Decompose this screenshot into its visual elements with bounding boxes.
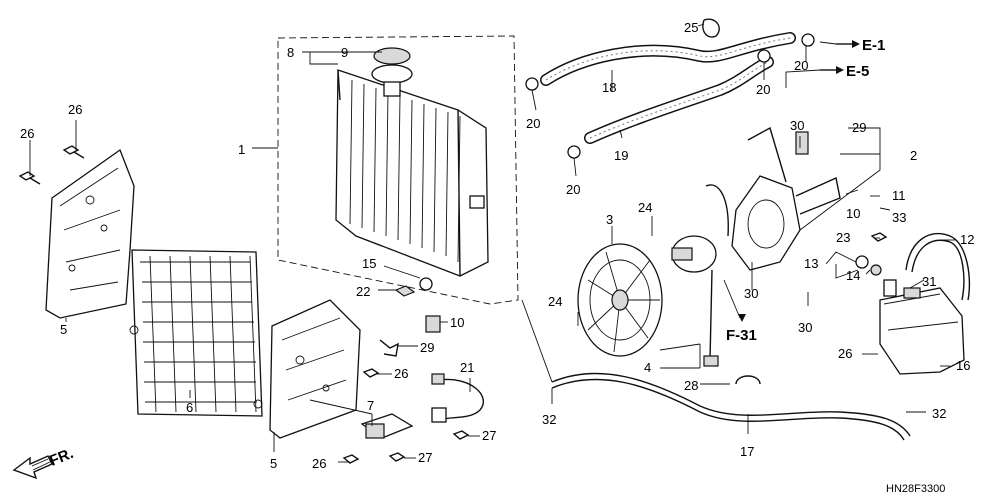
callout-20-c: 20: [756, 82, 770, 97]
callout-6: 6: [186, 400, 193, 415]
callout-19: 19: [614, 148, 628, 163]
callout-10-b: 10: [846, 206, 860, 221]
callout-16: 16: [956, 358, 970, 373]
callout-29-a: 29: [420, 340, 434, 355]
callout-33: 33: [892, 210, 906, 225]
callout-8: 8: [287, 45, 294, 60]
callout-24-b: 24: [548, 294, 562, 309]
bolt-27-b: [388, 452, 406, 462]
ref-e1: E-1: [862, 37, 885, 54]
callout-26-e: 26: [838, 346, 852, 361]
callout-12: 12: [960, 232, 974, 247]
hose-clamp-20-d: [801, 33, 815, 47]
overflow-tube-17: [551, 372, 911, 441]
clip-29-left: [379, 339, 399, 357]
callout-7: 7: [367, 398, 374, 413]
callout-28: 28: [684, 378, 698, 393]
callout-9: 9: [341, 45, 348, 60]
reserve-tank-16: [879, 279, 965, 375]
callout-11: 11: [892, 188, 906, 203]
bolt-26-left-a: [18, 171, 41, 185]
bolt-26-mid: [362, 368, 380, 378]
callout-1: 1: [238, 142, 245, 157]
callout-31: 31: [922, 274, 936, 289]
callout-20-b: 20: [566, 182, 580, 197]
callout-26-a: 26: [20, 126, 34, 141]
relay-7: [360, 413, 414, 439]
callout-13: 13: [804, 256, 818, 271]
drain-bolt-22: [394, 277, 433, 297]
callout-30-a: 30: [790, 118, 804, 133]
fan-motor: [671, 184, 729, 361]
callout-22: 22: [356, 284, 370, 299]
radiator-grille-mesh: [129, 249, 263, 417]
ref-e5: E-5: [846, 63, 869, 80]
leader-lines: [29, 23, 956, 463]
reserve-tube-12: [905, 232, 971, 301]
radiator-core: [335, 69, 489, 277]
callout-32-a: 32: [542, 412, 556, 427]
callout-14: 14: [846, 268, 860, 283]
callout-29-b: 29: [852, 120, 866, 135]
rubber-mount-10: [425, 315, 441, 333]
ref-f31: F-31: [726, 327, 757, 344]
callout-5-right: 5: [270, 456, 277, 471]
front-direction-arrow: [12, 455, 53, 480]
bolt-26-left-b: [62, 145, 85, 159]
hose-18: [540, 32, 796, 86]
radiator-assembly-outline: [277, 35, 519, 305]
bolt-26-bottom: [342, 454, 360, 464]
ref-arrow-f31: [738, 314, 746, 322]
hose-clip-25: [702, 18, 720, 38]
hose-19: [584, 56, 774, 144]
fan-blade-3: [577, 243, 663, 357]
hose-clamp-20-a: [525, 77, 539, 91]
diagram-code: HN28F3300: [886, 483, 945, 495]
ref-arrow-e5: [820, 66, 844, 74]
callout-2: 2: [910, 148, 917, 163]
fan-shroud-bracket: [731, 126, 841, 271]
callout-10-a: 10: [450, 315, 464, 330]
callout-18: 18: [602, 80, 616, 95]
callout-30-b: 30: [744, 286, 758, 301]
callout-20-d: 20: [794, 58, 808, 73]
callout-5-left: 5: [60, 322, 67, 337]
side-cover-right: [269, 299, 361, 439]
hose-clamp-20-b: [567, 145, 581, 159]
callout-3: 3: [606, 212, 613, 227]
callout-23: 23: [836, 230, 850, 245]
callout-26-b: 26: [68, 102, 82, 117]
ref-arrow-e1: [836, 40, 860, 48]
callout-21: 21: [460, 360, 474, 375]
radiator-cap-assembly: [371, 47, 413, 97]
callout-30-c: 30: [798, 320, 812, 335]
bolt-27-a: [452, 430, 470, 440]
callout-26-d: 26: [312, 456, 326, 471]
fan-connector-28: [703, 355, 761, 385]
callout-25: 25: [684, 20, 698, 35]
callout-32-b: 32: [932, 406, 946, 421]
callout-4: 4: [644, 360, 651, 375]
callout-20-a: 20: [526, 116, 540, 131]
callout-24-a: 24: [638, 200, 652, 215]
callout-27-a: 27: [482, 428, 496, 443]
hose-clamp-20-c: [757, 49, 771, 63]
side-cover-left: [45, 148, 135, 319]
callout-26-c: 26: [394, 366, 408, 381]
front-label: FR.: [47, 445, 76, 470]
callout-15: 15: [362, 256, 376, 271]
reserve-cap-parts: [855, 232, 888, 276]
callout-17: 17: [740, 444, 754, 459]
callout-27-b: 27: [418, 450, 432, 465]
wire-harness-21: [431, 373, 484, 423]
